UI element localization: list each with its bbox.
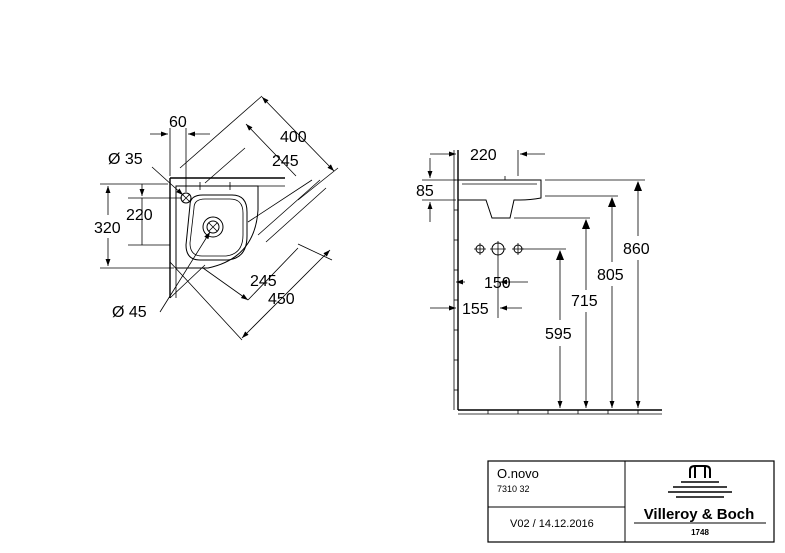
side-view: 220 85 150 155 595 715 805	[416, 147, 662, 415]
waste-outlet	[202, 216, 224, 238]
dim-line-245-bottom	[202, 267, 249, 301]
connection-points	[474, 241, 524, 257]
article-number: 7310 32	[497, 484, 530, 494]
version-date: V02 / 14.12.2016	[510, 518, 594, 530]
dim-220-label: 220	[126, 207, 153, 224]
side-dim-220-label: 220	[470, 147, 497, 164]
side-dim-155-label: 155	[462, 301, 489, 318]
ext-line	[204, 147, 246, 184]
plan-diagonal	[257, 179, 321, 236]
side-dim-860-label: 860	[623, 241, 650, 258]
floor-hatch	[487, 410, 639, 414]
dim-line-450	[241, 249, 331, 339]
title-block: O.novo 7310 32 V02 / 14.12.2016 Villeroy…	[487, 460, 775, 543]
waste-cross	[208, 222, 218, 232]
arrow-595-top	[556, 250, 564, 260]
plan-diagonal	[265, 187, 327, 243]
leader-dia-35	[151, 166, 184, 196]
side-dim-805-label: 805	[597, 267, 624, 284]
ext-line	[297, 243, 333, 261]
arrow-860-top	[634, 181, 642, 191]
dim-450-label: 450	[268, 291, 295, 308]
dim-320-label: 320	[94, 220, 121, 237]
ext-line	[297, 167, 339, 201]
product-name: O.novo	[497, 466, 539, 481]
plan-diagonal	[247, 179, 313, 223]
basin-side-profile	[457, 179, 542, 219]
ext-line	[179, 95, 263, 169]
side-dim-150-label: 150	[484, 275, 511, 292]
arrow-805-top	[608, 197, 616, 207]
dim-245-bottom-label: 245	[250, 273, 277, 290]
waste-outlet-inner	[206, 220, 220, 234]
logo-wordmark: Villeroy & Boch	[644, 506, 755, 523]
ext-line	[169, 261, 243, 341]
dim-line-245-top	[245, 123, 297, 177]
logo-year: 1748	[691, 528, 709, 537]
leader-dia-45	[159, 231, 211, 313]
logo-castle-icon	[689, 465, 711, 478]
basin-outline	[175, 185, 259, 269]
basin-bowl	[185, 194, 248, 261]
dia-35-label: Ø 35	[108, 151, 143, 168]
basin-bowl-inner	[189, 198, 244, 257]
dim-400-label: 400	[280, 129, 307, 146]
plan-view: 60 400 245 Ø 35 220 320	[94, 95, 339, 341]
arrow-715-top	[582, 219, 590, 229]
tap-hole-cross	[181, 193, 191, 203]
side-dim-715-label: 715	[571, 293, 598, 310]
side-dim-595-label: 595	[545, 326, 572, 343]
plan-top-marks	[199, 182, 231, 190]
title-block-frame	[487, 460, 775, 543]
dim-245-top-label: 245	[272, 153, 299, 170]
villeroy-boch-logo: Villeroy & Boch 1748	[634, 465, 766, 537]
dia-45-label: Ø 45	[112, 304, 147, 321]
side-dim-85-label: 85	[416, 183, 434, 200]
dim-line-400	[261, 96, 335, 172]
dim-60-label: 60	[169, 114, 187, 131]
wall-hatch	[454, 179, 458, 391]
